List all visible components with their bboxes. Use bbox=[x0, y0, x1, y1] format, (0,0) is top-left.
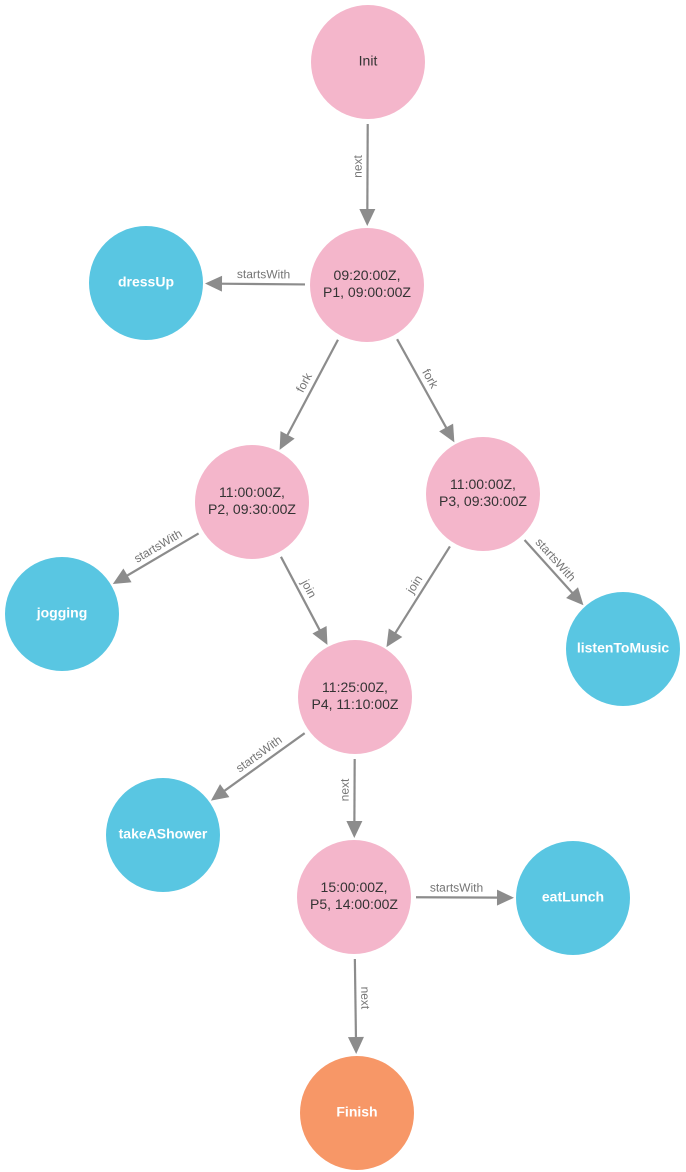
edge-p1-dressup[interactable]: startsWith bbox=[204, 267, 306, 292]
node-circle[interactable] bbox=[89, 226, 203, 340]
node-label: P5, 14:00:00Z bbox=[310, 896, 398, 912]
node-circle[interactable] bbox=[298, 640, 412, 754]
arrowhead bbox=[204, 275, 223, 292]
edge-init-p1[interactable]: next bbox=[351, 123, 376, 227]
edge-line bbox=[279, 556, 322, 633]
node-circle[interactable] bbox=[5, 557, 119, 671]
edge-line bbox=[396, 338, 449, 430]
edge-p1-p3[interactable]: fork bbox=[396, 338, 455, 443]
edge-p2-jogging[interactable]: startsWith bbox=[112, 526, 200, 585]
arrowhead bbox=[210, 784, 230, 801]
edge-p3-listentomusic[interactable]: startsWith bbox=[523, 535, 584, 606]
node-p2[interactable]: 11:00:00Z,P2, 09:30:00Z bbox=[195, 445, 309, 559]
node-label: takeAShower bbox=[119, 826, 208, 842]
edge-p4-takeashower[interactable]: startsWith bbox=[210, 732, 306, 801]
node-label: 15:00:00Z, bbox=[321, 879, 388, 895]
node-label: dressUp bbox=[118, 274, 174, 290]
node-takeashower[interactable]: takeAShower bbox=[106, 778, 220, 892]
node-circle[interactable] bbox=[516, 841, 630, 955]
node-p1[interactable]: 09:20:00Z,P1, 09:00:00Z bbox=[310, 228, 424, 342]
node-listentomusic[interactable]: listenToMusic bbox=[566, 592, 680, 706]
arrowhead bbox=[312, 626, 328, 645]
arrowhead bbox=[566, 587, 584, 606]
edge-line bbox=[353, 958, 358, 1040]
node-label: jogging bbox=[36, 605, 88, 621]
edge-line bbox=[285, 339, 339, 438]
node-circle[interactable] bbox=[566, 592, 680, 706]
edge-label: startsWith bbox=[533, 535, 579, 584]
node-label: 09:20:00Z, bbox=[334, 267, 401, 283]
edge-line bbox=[393, 545, 451, 635]
edge-p1-p2[interactable]: fork bbox=[279, 339, 339, 450]
node-label: eatLunch bbox=[542, 889, 604, 905]
node-circle[interactable] bbox=[311, 5, 425, 119]
edge-p4-p5[interactable]: next bbox=[338, 758, 363, 839]
node-p4[interactable]: 11:25:00Z,P4, 11:10:00Z bbox=[298, 640, 412, 754]
node-circle[interactable] bbox=[195, 445, 309, 559]
nodes-layer: Init 09:20:00Z,P1, 09:00:00Z dressUp 11:00:… bbox=[5, 5, 680, 1170]
node-label: 11:25:00Z, bbox=[322, 679, 388, 695]
edge-label: fork bbox=[293, 370, 315, 395]
arrowhead bbox=[496, 889, 515, 906]
node-label: 11:00:00Z, bbox=[450, 476, 516, 492]
edge-label: join bbox=[403, 573, 425, 597]
edge-line bbox=[523, 539, 575, 595]
edge-line bbox=[222, 732, 306, 793]
node-label: P4, 11:10:00Z bbox=[312, 696, 399, 712]
node-circle[interactable] bbox=[297, 840, 411, 954]
node-label: Finish bbox=[336, 1104, 377, 1120]
edge-line bbox=[219, 282, 306, 286]
edge-p5-eatlunch[interactable]: startsWith bbox=[415, 881, 515, 906]
edge-p2-p4[interactable]: join bbox=[279, 556, 328, 645]
node-jogging[interactable]: jogging bbox=[5, 557, 119, 671]
edge-label: startsWith bbox=[430, 881, 483, 895]
edge-label: startsWith bbox=[237, 267, 290, 281]
node-label: listenToMusic bbox=[577, 640, 670, 656]
node-label: P3, 09:30:00Z bbox=[439, 493, 527, 509]
node-label: 11:00:00Z, bbox=[219, 484, 285, 500]
node-p5[interactable]: 15:00:00Z,P5, 14:00:00Z bbox=[297, 840, 411, 954]
node-p3[interactable]: 11:00:00Z,P3, 09:30:00Z bbox=[426, 437, 540, 551]
arrowhead bbox=[439, 423, 455, 443]
node-finish[interactable]: Finish bbox=[300, 1056, 414, 1170]
arrowhead bbox=[279, 431, 295, 450]
arrowhead bbox=[346, 820, 363, 839]
arrowhead bbox=[386, 628, 403, 648]
node-circle[interactable] bbox=[310, 228, 424, 342]
edge-label: next bbox=[358, 986, 372, 1010]
edge-p5-finish[interactable]: next bbox=[347, 958, 372, 1055]
node-label: P1, 09:00:00Z bbox=[323, 284, 411, 300]
arrowhead bbox=[112, 568, 132, 585]
node-circle[interactable] bbox=[106, 778, 220, 892]
node-init[interactable]: Init bbox=[311, 5, 425, 119]
arrowhead bbox=[347, 1036, 364, 1055]
node-label: Init bbox=[359, 53, 378, 69]
edge-label: next bbox=[351, 154, 365, 177]
node-circle[interactable] bbox=[300, 1056, 414, 1170]
edge-line bbox=[125, 532, 200, 578]
node-circle[interactable] bbox=[426, 437, 540, 551]
edge-p3-p4[interactable]: join bbox=[386, 545, 451, 648]
node-eatlunch[interactable]: eatLunch bbox=[516, 841, 630, 955]
node-dressup[interactable]: dressUp bbox=[89, 226, 203, 340]
arrowhead bbox=[359, 208, 376, 227]
node-label: P2, 09:30:00Z bbox=[208, 501, 296, 517]
edge-label: next bbox=[338, 778, 352, 801]
edge-label: fork bbox=[419, 366, 441, 391]
